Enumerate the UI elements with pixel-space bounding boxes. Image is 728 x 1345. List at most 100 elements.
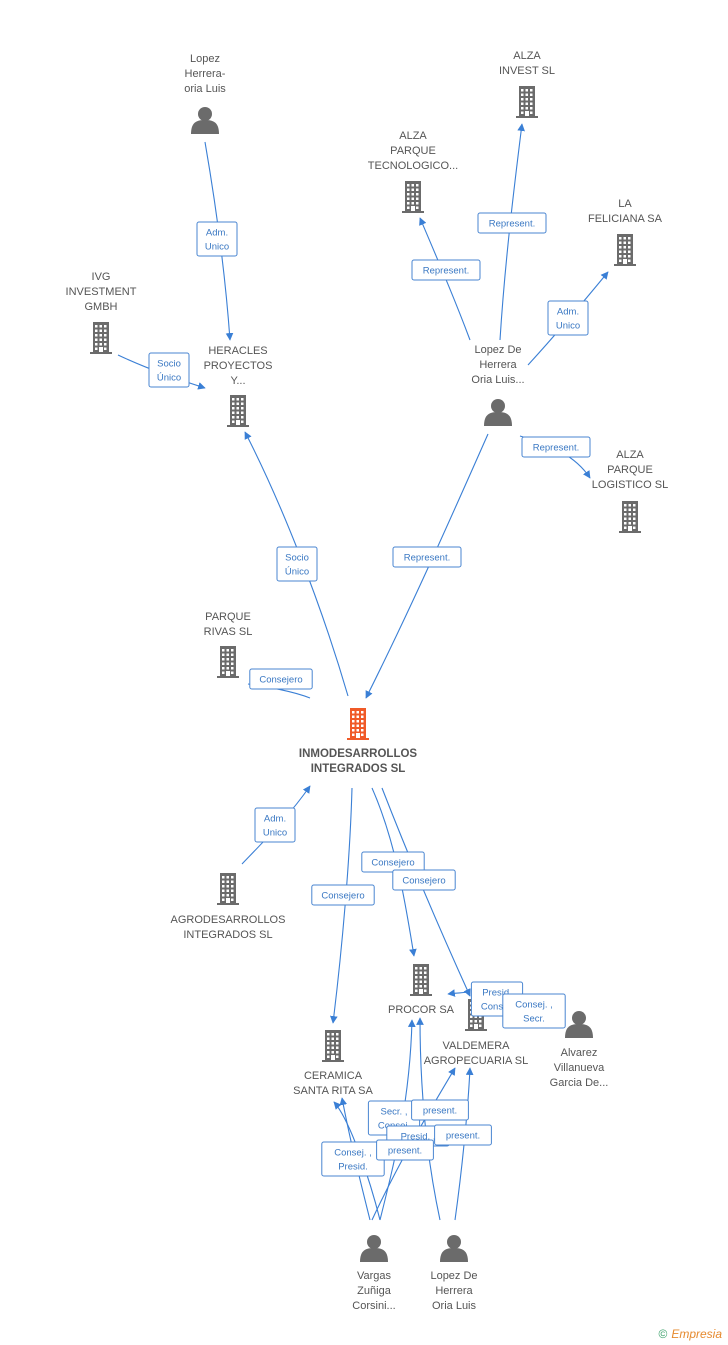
edge-label-e20[interactable]: present. bbox=[376, 1139, 434, 1161]
node-vargas[interactable]: VargasZuñigaCorsini... bbox=[352, 1235, 396, 1312]
node-label: ALZA bbox=[616, 449, 644, 461]
edge-label-text: Consejero bbox=[259, 675, 302, 686]
edge-label-text: Unico bbox=[263, 828, 287, 839]
node-label: Lopez De bbox=[430, 1270, 477, 1282]
node-label: VALDEMERA bbox=[442, 1040, 510, 1052]
node-label: ALZA bbox=[399, 130, 427, 142]
edge-label-text: present. bbox=[388, 1146, 422, 1157]
node-label: Oria Luis bbox=[432, 1300, 477, 1312]
edge-label-text: Consejero bbox=[402, 876, 445, 887]
node-label: Herrera bbox=[479, 359, 517, 371]
node-label: PARQUE bbox=[607, 464, 653, 476]
node-label: HERACLES bbox=[208, 345, 267, 357]
node-label: Vargas bbox=[357, 1270, 392, 1282]
edge-e14 bbox=[447, 989, 471, 997]
node-agrodesarrollos[interactable]: AGRODESARROLLOS INTEGRADOS SL bbox=[171, 873, 286, 941]
node-alza_parque_tec[interactable]: ALZAPARQUETECNOLOGICO... bbox=[368, 130, 458, 213]
node-label: TECNOLOGICO... bbox=[368, 160, 458, 172]
edge-label-e19[interactable]: present. bbox=[411, 1099, 469, 1121]
edge-label-e10[interactable]: Adm. Unico bbox=[254, 807, 296, 843]
building-icon bbox=[614, 234, 636, 266]
node-label: INTEGRADOS SL bbox=[183, 929, 272, 941]
edge-label-e16[interactable]: Consej. ,Presid. bbox=[321, 1141, 385, 1177]
node-label: Lopez bbox=[190, 53, 220, 65]
edge-label-e15[interactable]: Consej. , Secr. bbox=[502, 993, 566, 1029]
person-icon bbox=[565, 1011, 593, 1038]
node-label: Herrera bbox=[435, 1285, 473, 1297]
building-icon bbox=[227, 395, 249, 427]
edge-label-text: Adm. bbox=[264, 814, 286, 825]
edge-label-e11[interactable]: Consejero bbox=[311, 884, 375, 906]
node-la_feliciana[interactable]: LA FELICIANA SA bbox=[588, 198, 663, 266]
edge-label-text: Secr. bbox=[523, 1014, 545, 1025]
node-label: AGRODESARROLLOS bbox=[171, 914, 286, 926]
edge-label-text: Unico bbox=[205, 242, 229, 253]
edge-label-text: Consej. bbox=[481, 1002, 513, 1013]
node-label: INVESTMENT bbox=[66, 286, 137, 298]
edge-label-e12[interactable]: Consejero bbox=[361, 851, 425, 873]
edge-label-e13[interactable]: Consejero bbox=[392, 869, 456, 891]
edge-label-e1[interactable]: Adm. Unico bbox=[196, 221, 238, 257]
building-icon bbox=[322, 1030, 344, 1062]
building-icon bbox=[217, 646, 239, 678]
edge-label-text: Secr. , bbox=[381, 1107, 408, 1118]
node-inmodesarrollos[interactable]: INMODESARROLLOS INTEGRADOS SL bbox=[299, 708, 418, 775]
edge-label-text: Consej. , bbox=[515, 1000, 553, 1011]
edge-label-text: Represent. bbox=[404, 553, 450, 564]
footer-credit: ©Empresia bbox=[658, 1327, 722, 1341]
edge-label-text: Consej. , bbox=[334, 1148, 372, 1159]
building-icon bbox=[347, 708, 369, 740]
person-icon bbox=[440, 1235, 468, 1262]
node-alza_parque_log[interactable]: ALZA PARQUE LOGISTICO SL bbox=[592, 449, 668, 533]
edge-label-e3[interactable]: Represent. bbox=[477, 212, 547, 234]
edge-label-e5[interactable]: Adm.Unico bbox=[547, 300, 589, 336]
building-icon bbox=[619, 501, 641, 533]
node-label: Villanueva bbox=[554, 1062, 605, 1074]
node-label: Alvarez bbox=[561, 1047, 598, 1059]
edge-label-text: Adm. bbox=[206, 228, 228, 239]
building-icon bbox=[90, 322, 112, 354]
edge-label-e9[interactable]: Consejero bbox=[249, 668, 313, 690]
edge-label-e4[interactable]: Represent. bbox=[411, 259, 481, 281]
building-icon bbox=[516, 86, 538, 118]
node-procor[interactable]: PROCOR SA bbox=[388, 964, 455, 1016]
edge-e13 bbox=[381, 787, 471, 997]
edge-label-e8[interactable]: Represent. bbox=[392, 546, 462, 568]
person-icon bbox=[484, 399, 512, 426]
node-label: PROCOR SA bbox=[388, 1004, 455, 1016]
node-label: SANTA RITA SA bbox=[293, 1085, 373, 1097]
node-ceramica[interactable]: CERAMICA SANTA RITA SA bbox=[293, 1030, 373, 1097]
node-label: CERAMICA bbox=[304, 1070, 363, 1082]
node-heracles[interactable]: HERACLESPROYECTOSY... bbox=[204, 345, 273, 427]
node-label: PARQUE bbox=[205, 611, 251, 623]
node-label: LA bbox=[618, 198, 632, 210]
edge-label-e6[interactable]: Represent. bbox=[521, 436, 591, 458]
node-label: INTEGRADOS SL bbox=[311, 763, 406, 775]
brand-logo[interactable]: Empresia bbox=[671, 1327, 722, 1341]
edge-label-text: Adm. bbox=[557, 307, 579, 318]
node-label: IVG bbox=[92, 271, 111, 283]
node-label: Y... bbox=[230, 375, 245, 387]
node-label: Oria Luis... bbox=[471, 374, 524, 386]
edge-label-text: present. bbox=[446, 1131, 480, 1142]
edge-label-text: present. bbox=[423, 1106, 457, 1117]
node-label: FELICIANA SA bbox=[588, 213, 663, 225]
node-label: INMODESARROLLOS bbox=[299, 748, 418, 760]
edges-layer bbox=[117, 123, 609, 1221]
edge-label-text: Consejero bbox=[371, 858, 414, 869]
edge-label-text: Presid. bbox=[482, 988, 512, 999]
node-label: Garcia De... bbox=[550, 1077, 609, 1089]
edge-label-e21[interactable]: present. bbox=[434, 1124, 492, 1146]
node-label: LOGISTICO SL bbox=[592, 479, 668, 491]
